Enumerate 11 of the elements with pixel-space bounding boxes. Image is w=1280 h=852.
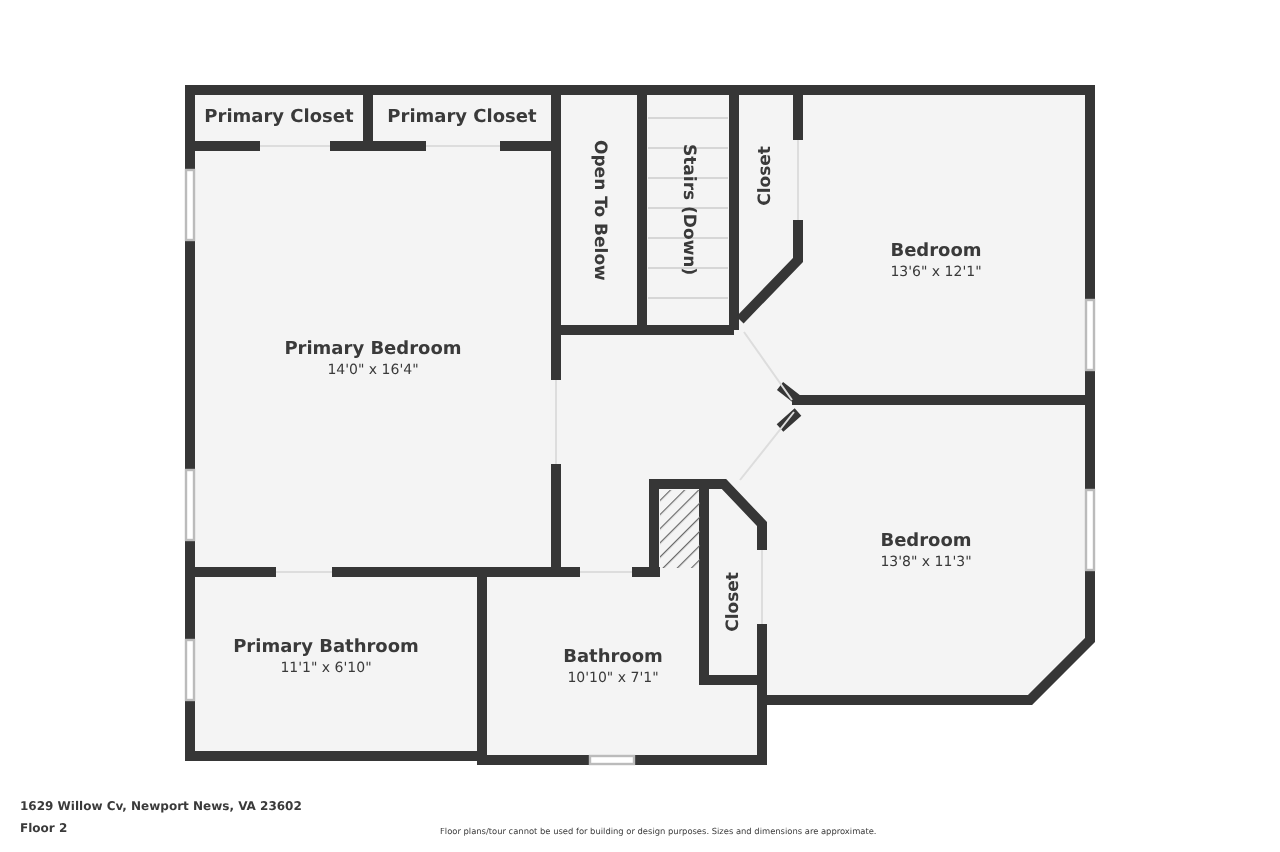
room-name: Bathroom (563, 647, 663, 667)
room-name: Primary Closet (204, 108, 354, 128)
room-name: Closet (723, 572, 743, 632)
room-name: Bedroom (890, 242, 982, 262)
room-name: Primary Closet (387, 108, 537, 128)
room-name: Stairs (Down) (678, 144, 698, 276)
room-name: Bedroom (880, 532, 972, 552)
room-name: Primary Bedroom (284, 340, 462, 360)
room-name: Open To Below (589, 139, 609, 281)
room-name: Closet (756, 146, 776, 206)
room-name: Primary Bathroom (233, 637, 419, 657)
